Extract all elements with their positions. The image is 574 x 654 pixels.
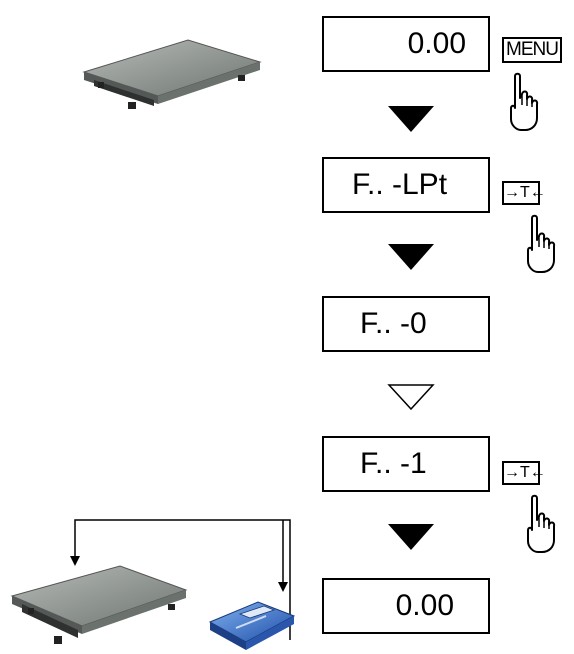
display-option-0: F.. -0 bbox=[322, 296, 490, 352]
pointing-hand-icon bbox=[527, 214, 556, 273]
display-function-lpt: F.. -LPt bbox=[322, 157, 490, 213]
display-weight-end: 0.00 bbox=[322, 578, 490, 634]
pointing-hand-icon bbox=[527, 494, 556, 553]
display-option-1: F.. -1 bbox=[322, 436, 490, 492]
display-text: F.. -1 bbox=[360, 447, 427, 480]
weighing-platform-icon bbox=[10, 565, 188, 644]
display-text: 0.00 bbox=[407, 27, 466, 60]
arrow-down-filled-icon bbox=[388, 244, 434, 270]
display-text: F.. -0 bbox=[360, 307, 427, 340]
arrow-down-outline-icon bbox=[387, 384, 435, 411]
display-text: F.. -LPt bbox=[352, 168, 448, 201]
tare-key[interactable]: →T← bbox=[502, 461, 546, 485]
menu-key[interactable]: MENU bbox=[502, 37, 562, 63]
weighing-platform-icon bbox=[82, 39, 262, 109]
display-text: 0.00 bbox=[395, 589, 454, 622]
arrow-down-filled-icon bbox=[388, 106, 434, 132]
display-weight-start: 0.00 bbox=[322, 16, 490, 72]
printer-icon bbox=[208, 601, 296, 650]
tare-key[interactable]: →T← bbox=[502, 181, 546, 205]
arrow-down-filled-icon bbox=[388, 524, 434, 550]
pointing-hand-icon bbox=[510, 72, 539, 131]
